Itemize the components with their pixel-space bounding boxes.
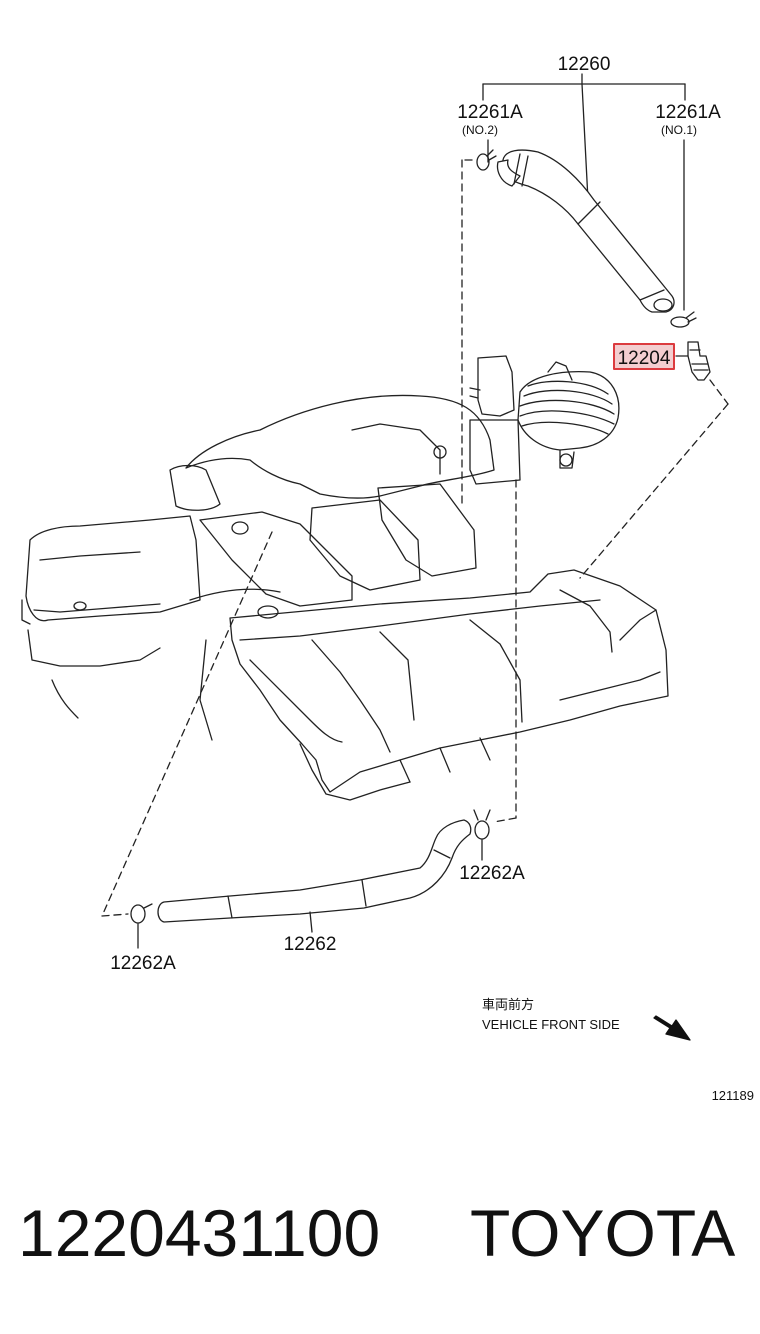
assembly-bracket (482, 73, 686, 311)
dashed-leaders (101, 159, 729, 917)
label-12204: 12204 (618, 348, 671, 369)
clamp-no1 (670, 311, 697, 328)
front-direction-arrow-icon (653, 1015, 691, 1041)
engine-body (21, 394, 669, 801)
clamp-no2 (476, 149, 497, 171)
direction-label-jp: 車両前方 (482, 997, 534, 1013)
ventilation-hose-upper (496, 149, 675, 313)
label-12262a-left: 12262A (110, 953, 176, 974)
label-no2: (NO.2) (462, 123, 498, 137)
direction-label-en: VEHICLE FRONT SIDE (482, 1017, 620, 1032)
throttle-body (469, 355, 620, 485)
clamp-lower-left (130, 903, 153, 949)
label-12262a-right: 12262A (459, 863, 525, 884)
brand-name: TOYOTA (470, 1196, 736, 1270)
label-no1: (NO.1) (661, 123, 697, 137)
diagram-labels: 12260 12261A (NO.2) 12261A (NO.1) 12204 … (110, 54, 754, 1103)
label-12262: 12262 (284, 934, 337, 955)
label-12261a-no1: 12261A (655, 102, 721, 123)
pcv-valve (675, 341, 711, 381)
ventilation-hose-lower (157, 819, 472, 933)
label-12261a-no2: 12261A (457, 102, 523, 123)
valve-highlight-box (613, 343, 675, 370)
part-number: 1220431100 (18, 1196, 381, 1270)
label-12260: 12260 (558, 54, 611, 75)
figure-code: 121189 (712, 1088, 754, 1103)
clamp-lower-right (473, 809, 491, 861)
